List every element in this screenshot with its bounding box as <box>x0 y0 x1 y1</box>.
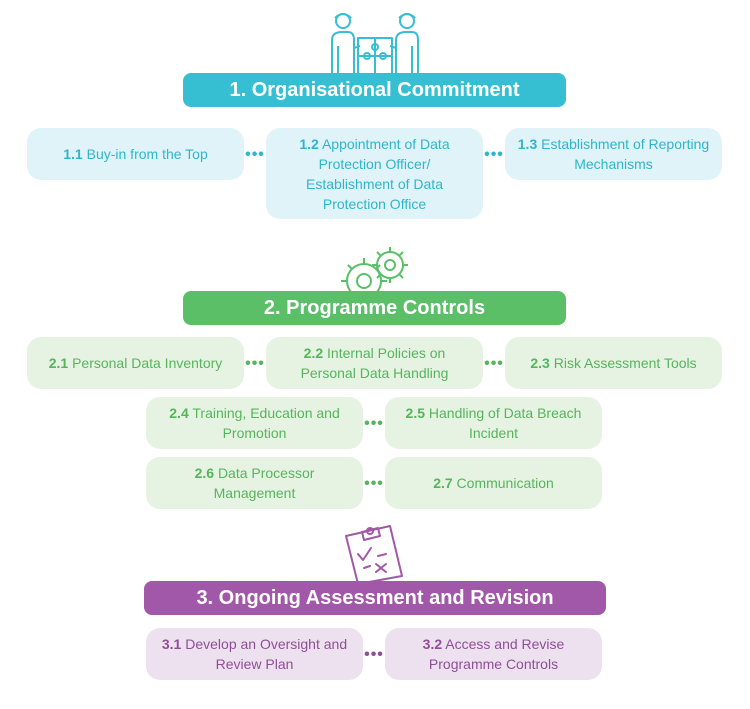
card-2-7: 2.7 Communication <box>385 457 602 509</box>
card-2-2: 2.2 Internal Policies on Personal Data H… <box>266 337 483 389</box>
card-text: Communication <box>456 475 554 491</box>
card-number: 2.4 <box>169 405 189 421</box>
card-text: Appointment of Data Protection Officer/ … <box>306 135 450 212</box>
card-number: 1.3 <box>517 136 538 152</box>
section-1-banner: 1. Organisational Commitment <box>183 73 566 107</box>
card-number: 2.2 <box>303 345 324 361</box>
section-3-title: 3. Ongoing Assessment and Revision <box>196 586 554 609</box>
card-2-6: 2.6 Data Processor Management <box>146 457 363 509</box>
card-number: 2.5 <box>405 405 426 421</box>
gears-icon <box>341 247 408 293</box>
card-text: Data Processor Management <box>213 465 315 501</box>
card-number: 3.2 <box>422 636 443 652</box>
section-2-title: 2. Programme Controls <box>263 296 486 319</box>
connector-dots: ••• <box>364 646 384 663</box>
connector-dots: ••• <box>364 415 384 432</box>
clipboard-checklist-icon <box>345 525 403 584</box>
card-text: Risk Assessment Tools <box>553 355 697 371</box>
card-2-3: 2.3 Risk Assessment Tools <box>505 337 722 389</box>
card-2-4: 2.4 Training, Education and Promotion <box>146 397 363 449</box>
connector-dots: ••• <box>245 146 265 163</box>
connector-dots: ••• <box>484 146 504 163</box>
section-2-banner: 2. Programme Controls <box>183 291 566 325</box>
card-number: 3.1 <box>161 636 182 652</box>
card-1-2: 1.2 Appointment of Data Protection Offic… <box>266 128 483 219</box>
card-text: Handling of Data Breach Incident <box>428 405 582 441</box>
connector-dots: ••• <box>245 355 265 372</box>
card-2-5: 2.5 Handling of Data Breach Incident <box>385 397 602 449</box>
card-number: 2.3 <box>530 355 550 371</box>
card-2-1: 2.1 Personal Data Inventory <box>27 337 244 389</box>
handshake-puzzle-icon <box>331 13 419 76</box>
card-number: 2.7 <box>433 475 453 491</box>
card-text: Buy-in from the Top <box>86 146 208 162</box>
card-1-1: 1.1 Buy-in from the Top <box>27 128 244 180</box>
card-3-1: 3.1 Develop an Oversight and Review Plan <box>146 628 363 680</box>
card-text: Establishment of Reporting Mechanisms <box>541 136 710 172</box>
card-text: Training, Education and Promotion <box>192 405 340 441</box>
card-text: Access and Revise Programme Controls <box>428 636 565 672</box>
card-1-3: 1.3 Establishment of Reporting Mechanism… <box>505 128 722 180</box>
connector-dots: ••• <box>484 355 504 372</box>
card-3-2: 3.2 Access and Revise Programme Controls <box>385 628 602 680</box>
card-number: 2.6 <box>194 465 215 481</box>
card-text: Personal Data Inventory <box>72 355 223 371</box>
card-number: 1.1 <box>63 146 83 162</box>
section-3-banner: 3. Ongoing Assessment and Revision <box>144 581 606 615</box>
card-text: Develop an Oversight and Review Plan <box>185 636 348 672</box>
card-number: 1.2 <box>299 135 319 152</box>
section-1-title: 1. Organisational Commitment <box>229 78 520 101</box>
connector-dots: ••• <box>364 475 384 492</box>
card-number: 2.1 <box>48 355 69 371</box>
card-text: Internal Policies on Personal Data Handl… <box>300 345 449 381</box>
